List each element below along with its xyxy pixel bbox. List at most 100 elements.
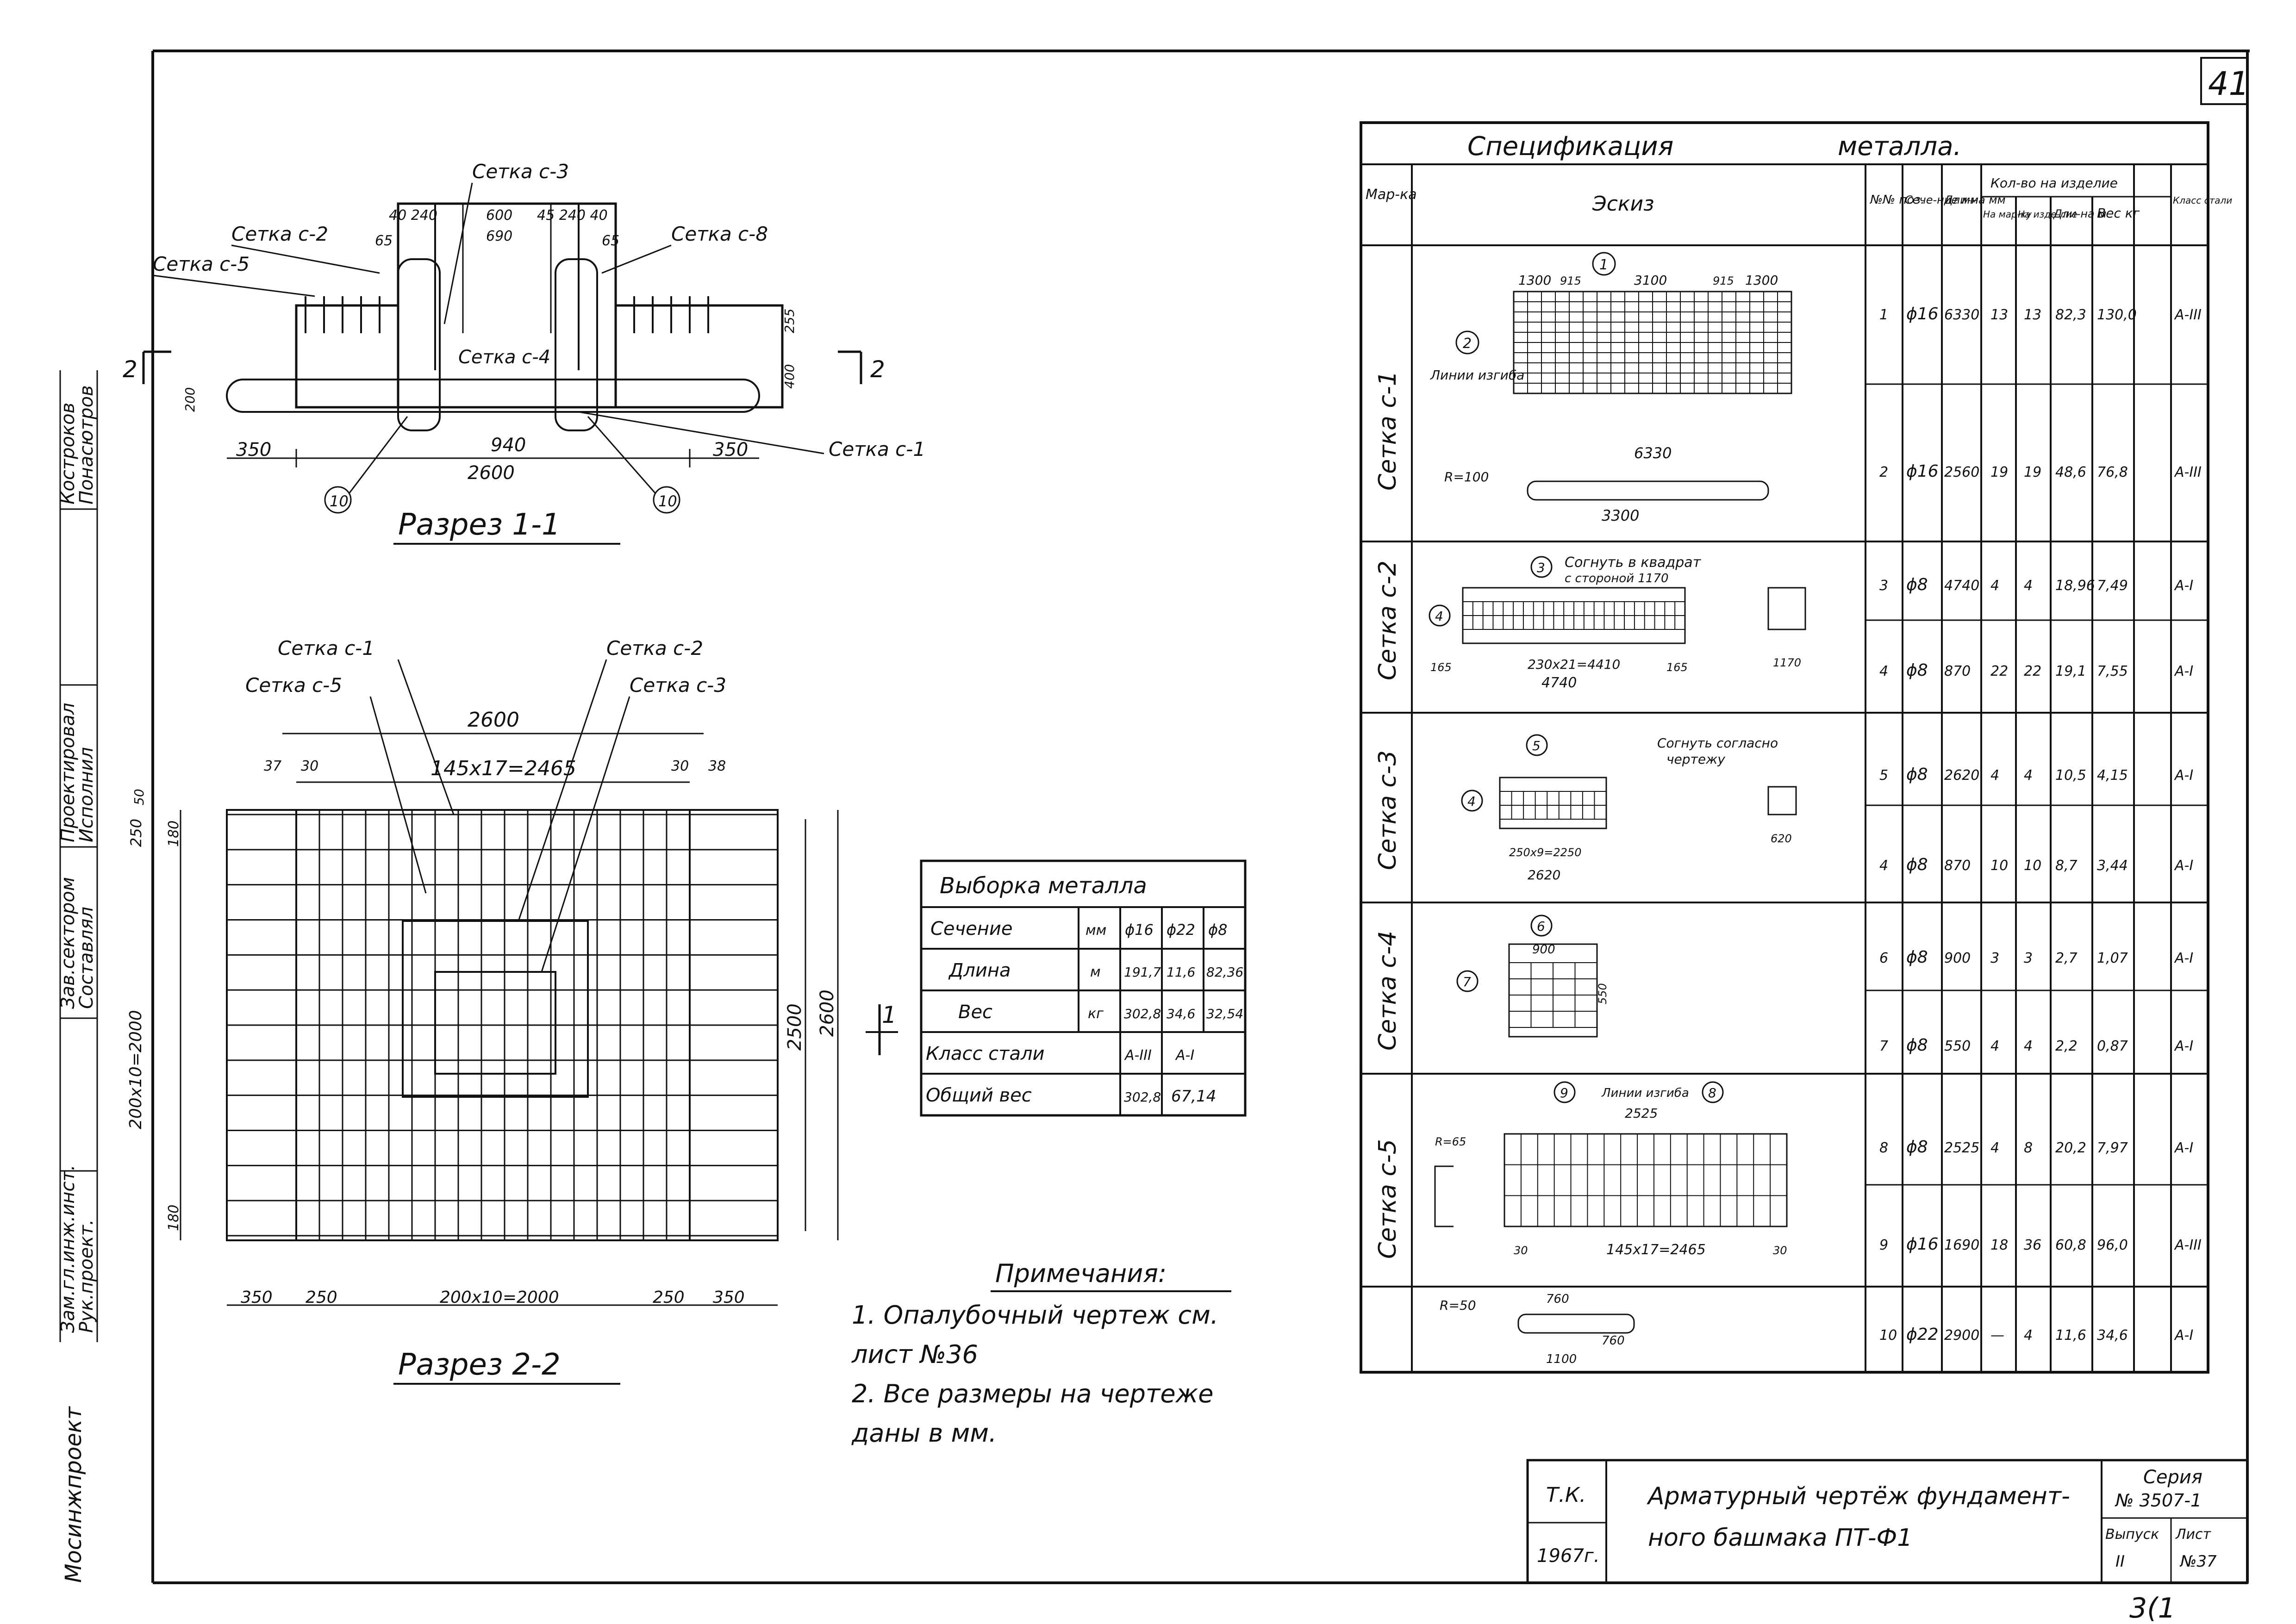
note-line-0: 1. Опалубочный чертеж см. <box>852 1300 1218 1330</box>
sk2-l2: 230x21=4410 <box>1528 657 1620 672</box>
s2-cut-mark: 1 <box>882 1002 897 1028</box>
spec-row-qty_item: 4 <box>2024 1038 2033 1054</box>
spec-row-length: 550 <box>1944 1038 1971 1054</box>
s2-dim-200x10v: 200x10=2000 <box>126 1010 145 1129</box>
sk3-l0: Согнуть согласно <box>1657 735 1778 751</box>
sel-row0-v1: ϕ16 <box>1125 921 1154 939</box>
sk1-l2: 3100 <box>1634 273 1667 288</box>
sel-row0-v3: ϕ8 <box>1208 921 1227 939</box>
spec-row-section: ϕ16 <box>1906 305 1939 324</box>
spec-row-pos: 3 <box>1879 578 1888 594</box>
s2-dim-350r: 350 <box>713 1288 745 1307</box>
sk5-l1: 2525 <box>1625 1106 1658 1121</box>
spec-row-qty_mark: 4 <box>1990 1140 1999 1156</box>
sel-row1-v3: 82,36 <box>1206 964 1243 980</box>
sk1-l3: 915 <box>1713 274 1734 287</box>
spec-head-weight: Вес кг <box>2097 205 2140 221</box>
sel-total-label: Общий вес <box>926 1085 1032 1106</box>
spec-row-qty_mark: — <box>1990 1327 2004 1344</box>
spec-row-length: 4740 <box>1944 578 1979 594</box>
page-mark: 3(1 <box>2129 1592 2176 1624</box>
s2-dim-180a: 180 <box>166 821 182 847</box>
spec-row-weight: 3,44 <box>2097 858 2128 874</box>
spec-row-weight: 76,8 <box>2097 464 2128 480</box>
spec-row-len_m: 19,1 <box>2055 663 2086 679</box>
section-2-2: 2600 145x17=2465 37 30 30 38 250 200x10=… <box>126 637 898 1385</box>
sk6-l1: 760 <box>1546 1292 1569 1306</box>
stamp-role-4: Исполнил <box>76 747 97 842</box>
spec-head-qty-mark: На мар-ку <box>1983 209 2032 220</box>
tb-sheet: №37 <box>2179 1552 2217 1571</box>
s1-label-c3: Сетка с-3 <box>472 160 569 183</box>
sel-row0-v2: ϕ22 <box>1167 921 1195 939</box>
sel-class-v2: А-I <box>1175 1047 1194 1064</box>
spec-row-pos: 9 <box>1879 1237 1888 1253</box>
spec-row-steel_class: А-I <box>2174 1140 2193 1156</box>
sk2-l4: 165 <box>1430 661 1452 674</box>
s1-label-c1: Сетка с-1 <box>829 438 925 460</box>
s1-label-c4: Сетка с-4 <box>458 347 550 368</box>
sketch-pos10: R=50 760 760 1100 <box>1440 1292 1635 1366</box>
s2-dim-2600v: 2600 <box>817 989 838 1037</box>
s1-marker-10b: 10 <box>658 492 677 510</box>
spec-row-pos: 2 <box>1879 464 1888 480</box>
sk2-l3: 4740 <box>1541 675 1577 691</box>
spec-row-steel_class: А-I <box>2174 950 2193 966</box>
spec-row-pos: 4 <box>1879 663 1888 679</box>
spec-row-pos: 1 <box>1879 307 1888 323</box>
spec-row-steel_class: А-I <box>2174 1038 2193 1054</box>
sk3-marker-5: 5 <box>1532 738 1541 753</box>
s2-dim-350: 350 <box>241 1288 273 1307</box>
spec-row-length: 870 <box>1944 663 1971 679</box>
spec-row-qty_mark: 4 <box>1990 1038 1999 1054</box>
sk4-l1: 550 <box>1596 983 1609 1004</box>
stamp-role-3: Составлял <box>76 907 97 1009</box>
sk1-l4: 1300 <box>1745 273 1778 288</box>
sketch-c3: 5 4 Согнуть согласно чертежу 250x9=2250 … <box>1461 734 1797 883</box>
spec-row-steel_class: А-I <box>2174 858 2193 874</box>
spec-head-mark: Мар-ка <box>1366 187 1417 203</box>
sk4-l0: 900 <box>1532 943 1555 957</box>
spec-row-weight: 7,97 <box>2097 1140 2128 1156</box>
sk5-l3: R=65 <box>1435 1135 1466 1148</box>
spec-head-class: Класс стали <box>2173 195 2232 206</box>
spec-row-length: 1690 <box>1944 1237 1979 1253</box>
s2-dim-30a: 30 <box>301 758 318 774</box>
sk2-l6: 1170 <box>1773 656 1801 669</box>
s2-dim-38: 38 <box>708 758 726 774</box>
spec-row-steel_class: А-III <box>2174 464 2202 480</box>
sel-row1-name: Длина <box>948 960 1011 981</box>
spec-head-len-m: Дли-на м <box>2053 207 2106 220</box>
spec-row-len_m: 60,8 <box>2055 1237 2086 1253</box>
s2-dim-2500: 2500 <box>784 1003 805 1051</box>
spec-row-qty_item: 4 <box>2024 578 2033 594</box>
spec-row-qty_mark: 19 <box>1990 464 2008 480</box>
s1-label-c5: Сетка с-5 <box>153 253 250 275</box>
spec-row-length: 6330 <box>1944 307 1979 323</box>
s1-dim-600: 600 <box>486 207 512 224</box>
s1-dim-350-left: 350 <box>236 439 271 460</box>
spec-row-length: 2525 <box>1944 1140 1979 1156</box>
note-line-2: 2. Все размеры на чертеже <box>852 1379 1213 1408</box>
spec-row-qty_item: 10 <box>2024 858 2041 874</box>
spec-row-len_m: 2,2 <box>2055 1038 2078 1054</box>
s2-dim-145: 145x17=2465 <box>430 757 576 780</box>
spec-row-length: 870 <box>1944 858 1971 874</box>
sk1-l0: 1300 <box>1518 273 1551 288</box>
stamp-role-5: Проектировал <box>57 703 79 842</box>
spec-row-qty_mark: 13 <box>1990 307 2008 323</box>
sel-class-v1: А-III <box>1124 1047 1152 1064</box>
sel-total-v2: 67,14 <box>1171 1087 1216 1106</box>
spec-row-section: ϕ8 <box>1906 661 1928 680</box>
sk1-l5: 6330 <box>1634 444 1672 462</box>
spec-row-weight: 4,15 <box>2097 767 2128 784</box>
spec-row-pos: 10 <box>1879 1327 1897 1344</box>
s1-cut-right: 2 <box>870 356 885 383</box>
sk1-l8: Линии изгиба <box>1430 367 1524 383</box>
s1-marker-10a: 10 <box>330 492 349 510</box>
spec-head-qty-item: На изде-лие <box>2018 209 2078 220</box>
spec-row-weight: 130,0 <box>2097 307 2137 323</box>
tb-series: № 3507-1 <box>2115 1490 2202 1511</box>
sk2-l5: 165 <box>1666 661 1688 674</box>
spec-row-section: ϕ8 <box>1906 855 1928 874</box>
